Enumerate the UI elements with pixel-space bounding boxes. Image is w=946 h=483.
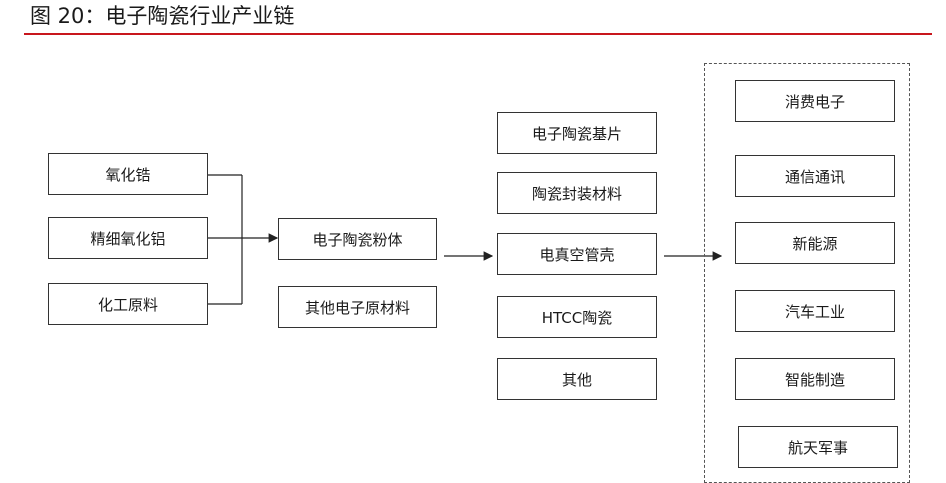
intermediate-label: 电子陶瓷粉体 xyxy=(312,230,403,249)
product-substrate-box: 电子陶瓷基片 xyxy=(497,112,657,154)
application-label: 消费电子 xyxy=(784,92,845,111)
application-consumer-electronics-box: 消费电子 xyxy=(735,80,895,122)
application-new-energy-box: 新能源 xyxy=(735,222,895,264)
ceramic-powder-box: 电子陶瓷粉体 xyxy=(278,218,437,260)
application-smart-manufacturing-box: 智能制造 xyxy=(735,358,895,400)
raw-material-chemical-box: 化工原料 xyxy=(48,283,208,325)
raw-material-label: 化工原料 xyxy=(97,295,158,314)
raw-material-label: 氧化锆 xyxy=(105,165,151,184)
product-htcc-box: HTCC陶瓷 xyxy=(497,296,657,338)
figure-title: 图 20：电子陶瓷行业产业链 xyxy=(30,4,295,28)
product-label: 其他 xyxy=(561,370,592,389)
title-underline xyxy=(24,33,932,35)
other-raw-materials-box: 其他电子原材料 xyxy=(278,286,437,328)
raw-material-zirconia-box: 氧化锆 xyxy=(48,153,208,195)
application-label: 汽车工业 xyxy=(784,302,845,321)
application-label: 新能源 xyxy=(792,234,838,253)
raw-material-alumina-box: 精细氧化铝 xyxy=(48,217,208,259)
application-communications-box: 通信通讯 xyxy=(735,155,895,197)
intermediate-label: 其他电子原材料 xyxy=(304,298,410,317)
raw-material-label: 精细氧化铝 xyxy=(90,229,166,248)
application-automotive-box: 汽车工业 xyxy=(735,290,895,332)
product-label: 电子陶瓷基片 xyxy=(531,124,622,143)
product-label: HTCC陶瓷 xyxy=(541,308,613,327)
product-vacuum-shell-box: 电真空管壳 xyxy=(497,233,657,275)
product-label: 陶瓷封装材料 xyxy=(531,184,622,203)
applications-dashed-panel xyxy=(704,63,910,483)
product-packaging-box: 陶瓷封装材料 xyxy=(497,172,657,214)
product-other-box: 其他 xyxy=(497,358,657,400)
application-label: 航天军事 xyxy=(787,438,848,457)
application-aerospace-military-box: 航天军事 xyxy=(738,426,898,468)
application-label: 智能制造 xyxy=(784,370,845,389)
application-label: 通信通讯 xyxy=(784,167,845,186)
product-label: 电真空管壳 xyxy=(539,245,615,264)
